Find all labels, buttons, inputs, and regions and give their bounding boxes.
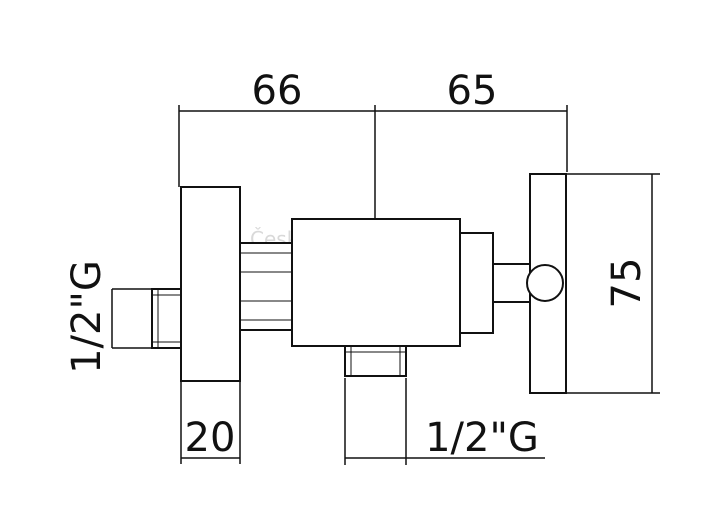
valve-body: [291, 218, 461, 347]
handle-hub: [526, 264, 564, 302]
valve-assembly: [151, 173, 567, 394]
left-thread-stub: [151, 288, 182, 349]
hex-nut: [239, 242, 293, 331]
wall-flange: [180, 186, 241, 382]
dimension-lines: [111, 105, 660, 465]
dimension-labels: 66 65 75 1/2"G 20 1/2"G: [64, 68, 650, 461]
bottom-thread-stub: [344, 345, 407, 377]
dim-label-66: 66: [252, 68, 303, 114]
spindle: [492, 263, 532, 303]
valve-bonnet: [459, 232, 494, 334]
dim-label-75: 75: [604, 258, 650, 309]
dim-label-20: 20: [185, 415, 236, 461]
dim-label-bottom-thread: 1/2"G: [425, 415, 539, 461]
dim-label-left-thread: 1/2"G: [64, 260, 110, 374]
dim-label-65: 65: [447, 68, 498, 114]
